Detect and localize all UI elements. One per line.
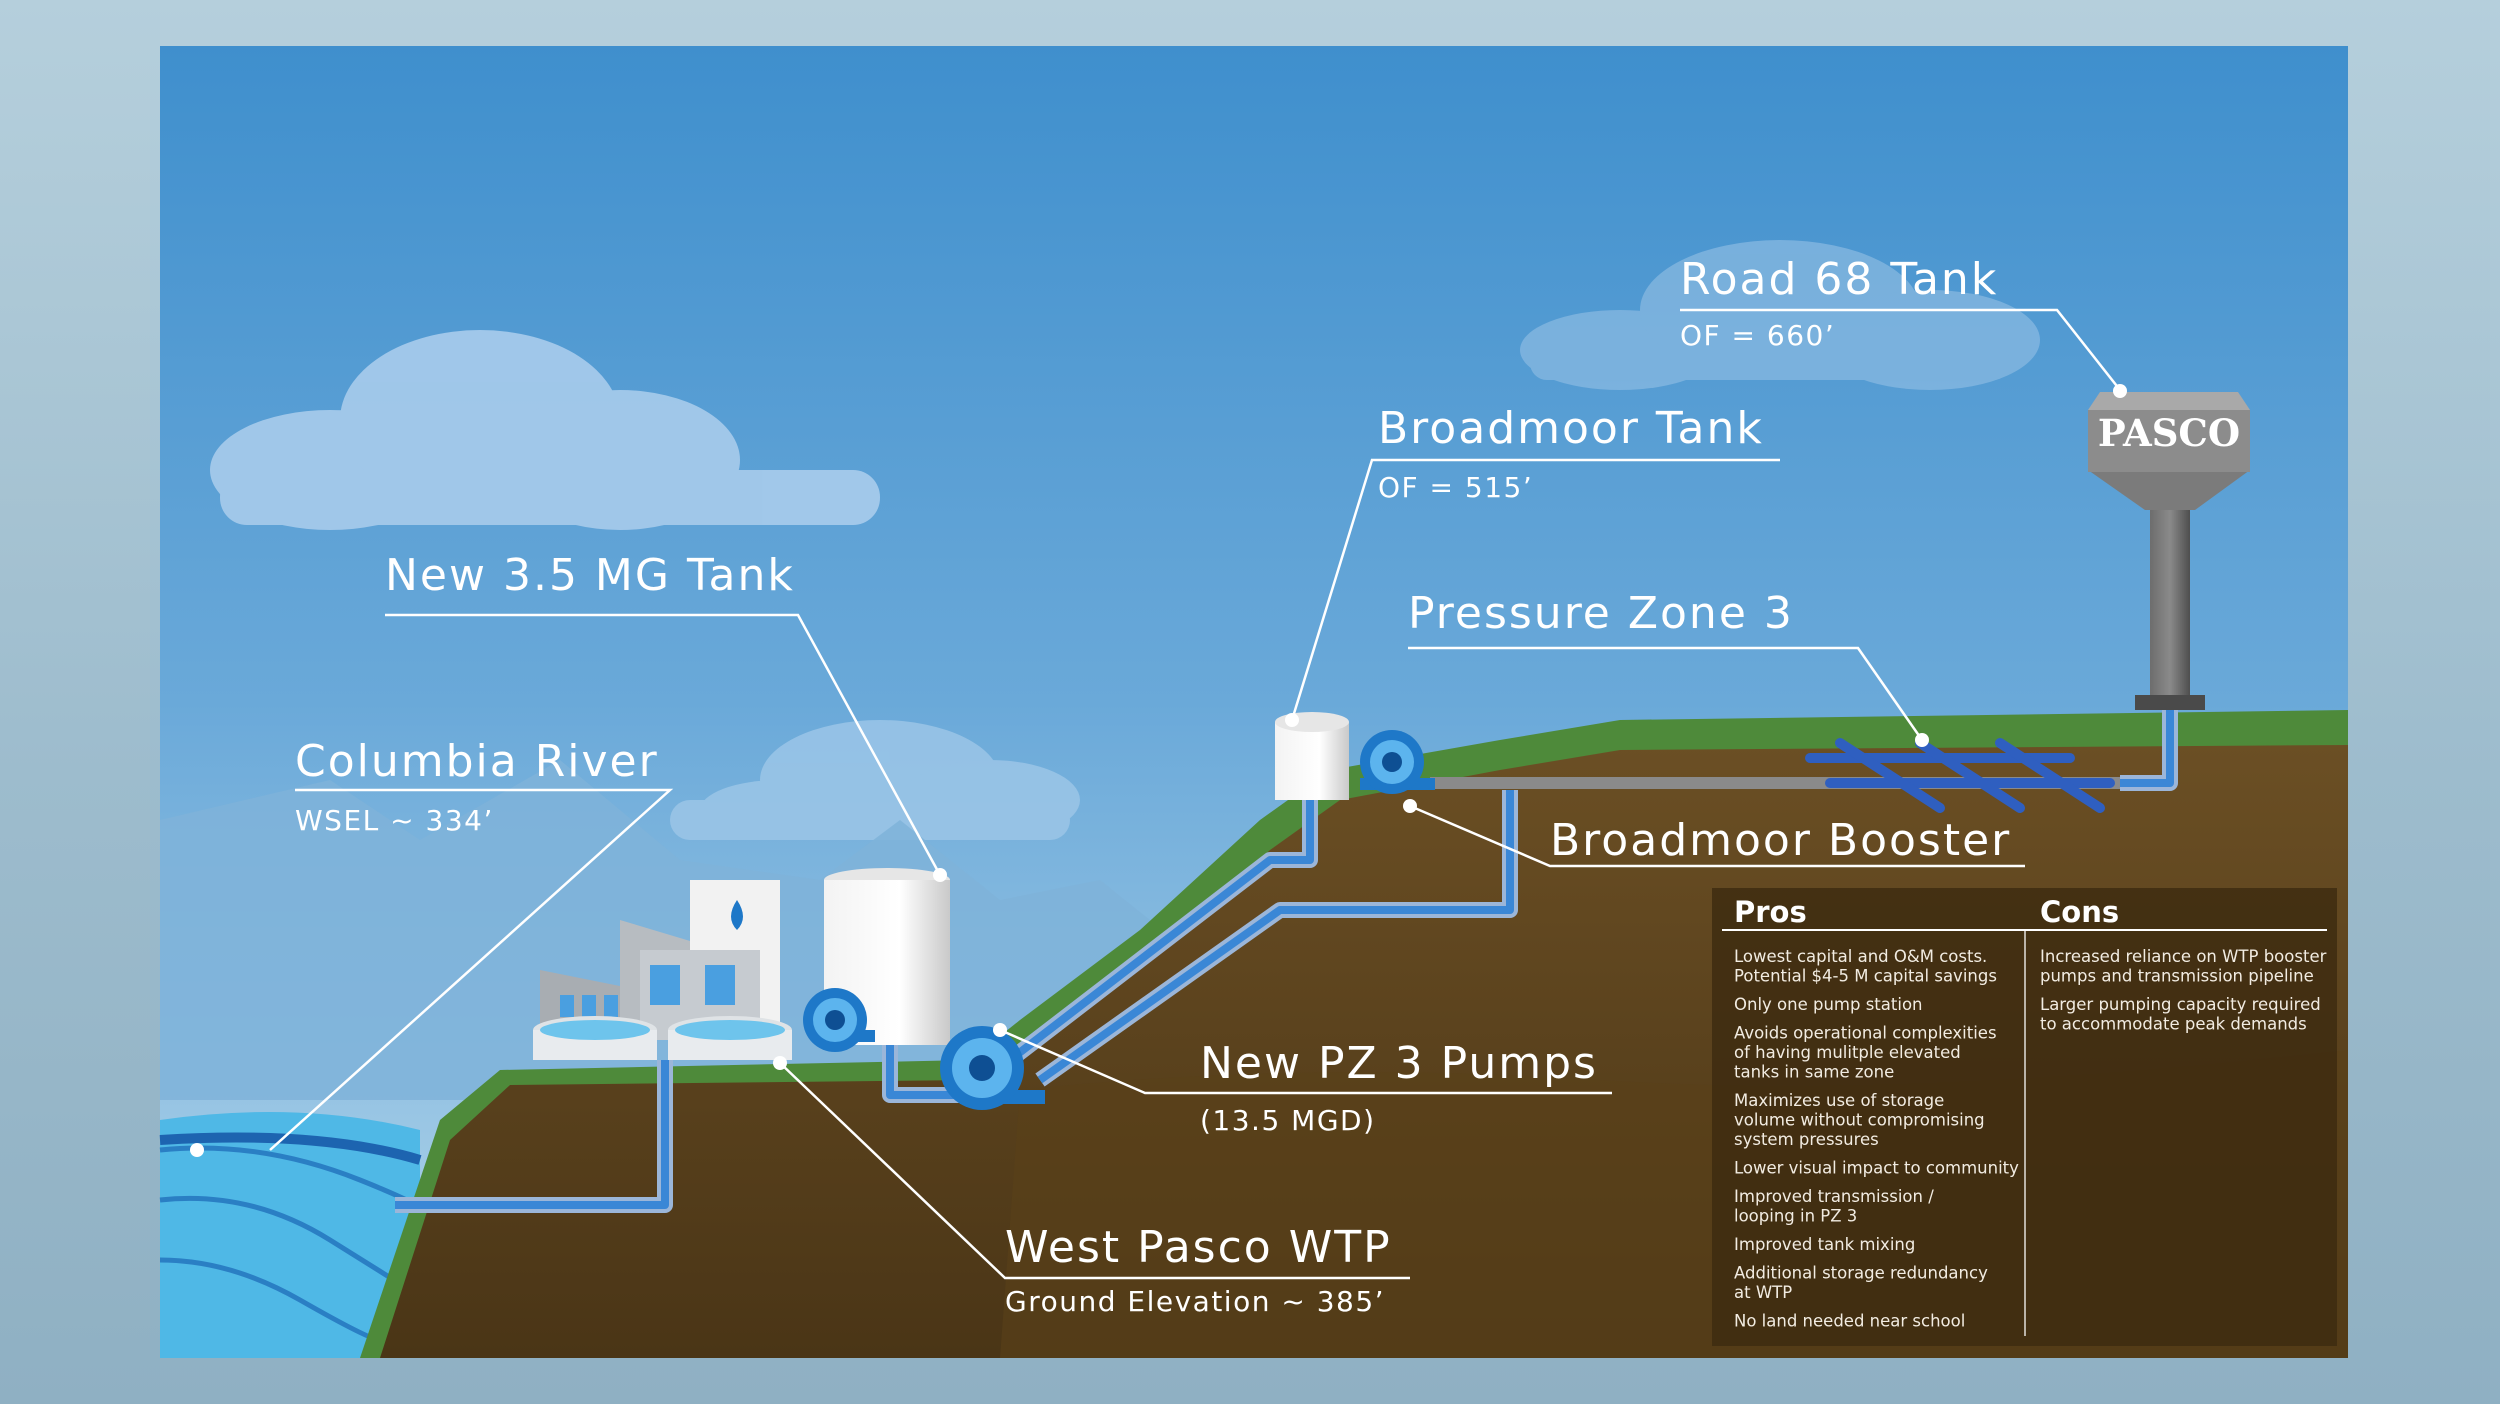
road68-water-tower: PASCO <box>2088 392 2250 710</box>
pros-item-0-line-0: Lowest capital and O&M costs. <box>1734 947 1987 966</box>
pros-item-7-line-0: Additional storage redundancy <box>1734 1264 1988 1283</box>
columbia-river-title: Columbia River <box>295 736 659 787</box>
broadmoor-tank-sub: OF = 515’ <box>1378 471 1533 504</box>
columbia-river-sub: WSEL ~ 334’ <box>295 804 494 837</box>
cons-item-0-line-1: pumps and transmission pipeline <box>2040 967 2314 986</box>
pz3-pumps-title: New PZ 3 Pumps <box>1200 1038 1598 1089</box>
columbia-river <box>159 1112 434 1358</box>
pump-icon-pz3 <box>940 1026 1045 1110</box>
cons-item-0-line-0: Increased reliance on WTP booster <box>2040 947 2327 966</box>
new-tank-title: New 3.5 MG Tank <box>385 550 795 601</box>
pros-item-8-line-0: No land needed near school <box>1734 1312 1965 1331</box>
pros-cons-panel: Pros Cons Lowest capital and O&M costs.P… <box>1712 888 2337 1346</box>
cons-item-1-line-0: Larger pumping capacity required <box>2040 995 2321 1014</box>
leader-dots <box>190 384 2127 1157</box>
wtp-sub: Ground Elevation ~ 385’ <box>1005 1285 1385 1318</box>
pros-list: Lowest capital and O&M costs.Potential $… <box>1734 947 2019 1331</box>
pros-item-5-line-1: looping in PZ 3 <box>1734 1207 1857 1226</box>
pros-item-3-line-2: system pressures <box>1734 1130 1879 1149</box>
pros-item-2-line-1: of having mulitple elevated <box>1734 1043 1961 1062</box>
pros-item-3-line-1: volume without compromising <box>1734 1111 1985 1130</box>
pros-item-0-line-1: Potential $4-5 M capital savings <box>1734 967 1997 986</box>
pros-item-4-line-0: Lower visual impact to community <box>1734 1159 2019 1178</box>
pz3-pumps-sub: (13.5 MGD) <box>1200 1104 1376 1137</box>
pros-item-6-line-0: Improved tank mixing <box>1734 1235 1915 1254</box>
pros-item-2-line-2: tanks in same zone <box>1734 1063 1894 1082</box>
tower-text: PASCO <box>2098 411 2240 455</box>
leader-lines <box>269 308 2121 1280</box>
broadmoor-booster-title: Broadmoor Booster <box>1550 815 2011 866</box>
cons-heading: Cons <box>2040 895 2119 929</box>
pros-item-5-line-0: Improved transmission / <box>1734 1187 1934 1206</box>
road68-tank-sub: OF = 660’ <box>1680 319 1835 352</box>
cloud-left <box>210 330 880 530</box>
wtp-title: West Pasco WTP <box>1005 1222 1392 1273</box>
pressure-zone-title: Pressure Zone 3 <box>1408 588 1794 639</box>
broadmoor-tank <box>1275 712 1349 800</box>
pros-item-7-line-1: at WTP <box>1734 1283 1792 1302</box>
cloud-middle <box>670 720 1080 840</box>
pros-item-2-line-0: Avoids operational complexities <box>1734 1024 1997 1043</box>
pros-item-3-line-0: Maximizes use of storage <box>1734 1091 1944 1110</box>
pros-heading: Pros <box>1734 895 1807 929</box>
pros-item-1-line-0: Only one pump station <box>1734 995 1923 1014</box>
road68-tank-title: Road 68 Tank <box>1680 254 1998 305</box>
pz3-pipe-grid <box>1805 738 2115 813</box>
pump-icon-wtp-small <box>803 988 875 1052</box>
wtp-buildings <box>533 880 792 1060</box>
cons-item-1-line-1: to accommodate peak demands <box>2040 1015 2307 1034</box>
broadmoor-tank-title: Broadmoor Tank <box>1378 403 1764 454</box>
cloud-right <box>1520 240 2040 390</box>
pump-icon-broadmoor <box>1360 730 1435 794</box>
